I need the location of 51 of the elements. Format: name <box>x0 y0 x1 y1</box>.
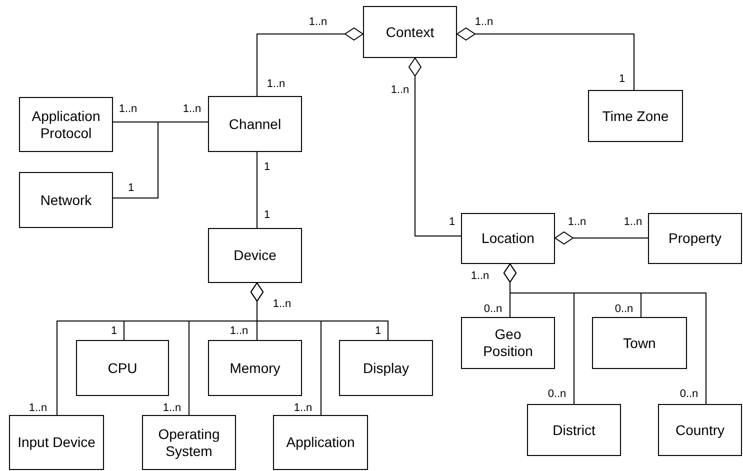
class-box: Time Zone <box>588 90 683 142</box>
class-box: Device <box>208 228 302 283</box>
class-box: Application Protocol <box>19 97 113 152</box>
multiplicity-label: 1 <box>448 216 456 228</box>
class-box: District <box>527 404 621 456</box>
multiplicity-label: 1 <box>374 325 382 337</box>
class-box: Town <box>592 317 687 369</box>
multiplicity-label: 1 <box>128 182 134 194</box>
class-box: Context <box>363 6 457 58</box>
multiplicity-label: 1..n <box>470 270 490 282</box>
aggregation-line <box>256 28 364 96</box>
multiplicity-label: 1..n <box>390 84 410 96</box>
aggregation-line <box>250 282 322 416</box>
aggregation-line <box>456 28 634 90</box>
multiplicity-label: 1..n <box>162 402 182 414</box>
association-line <box>112 122 208 198</box>
class-box: Geo Position <box>461 317 555 369</box>
multiplicity-label: 1..n <box>294 402 312 414</box>
multiplicity-label: 1..n <box>272 298 292 310</box>
multiplicity-label: 1..n <box>474 16 494 28</box>
class-box: Channel <box>208 96 302 152</box>
class-box: Location <box>461 213 555 264</box>
class-box: CPU <box>76 340 169 396</box>
multiplicity-label: 1..n <box>308 16 328 28</box>
class-box: Input Device <box>9 415 104 470</box>
multiplicity-label: 1 <box>264 161 270 173</box>
multiplicity-label: 1..n <box>230 325 248 337</box>
multiplicity-label: 1 <box>618 73 626 85</box>
class-box: Application <box>273 415 368 470</box>
multiplicity-label: 1..n <box>118 103 138 115</box>
class-box: Network <box>19 172 113 228</box>
class-box: Operating System <box>142 415 236 470</box>
class-box: Country <box>658 404 742 456</box>
class-box: Display <box>339 340 433 396</box>
class-box: Property <box>648 213 742 264</box>
multiplicity-label: 1 <box>264 209 270 221</box>
association-line <box>256 152 258 228</box>
multiplicity-label: 1..n <box>182 103 202 115</box>
multiplicity-label: 0..n <box>680 388 698 400</box>
multiplicity-label: 1 <box>110 325 118 337</box>
aggregation-line <box>554 232 648 244</box>
multiplicity-label: 1..n <box>266 78 286 90</box>
class-box: Memory <box>208 340 302 396</box>
multiplicity-label: 0..n <box>548 388 566 400</box>
aggregation-line <box>408 58 462 236</box>
aggregation-line <box>504 264 706 404</box>
multiplicity-label: 1..n <box>28 402 48 414</box>
multiplicity-label: 1..n <box>568 216 586 228</box>
multiplicity-label: 1..n <box>624 216 642 228</box>
multiplicity-label: 0..n <box>614 303 634 315</box>
multiplicity-label: 0..n <box>484 303 502 315</box>
